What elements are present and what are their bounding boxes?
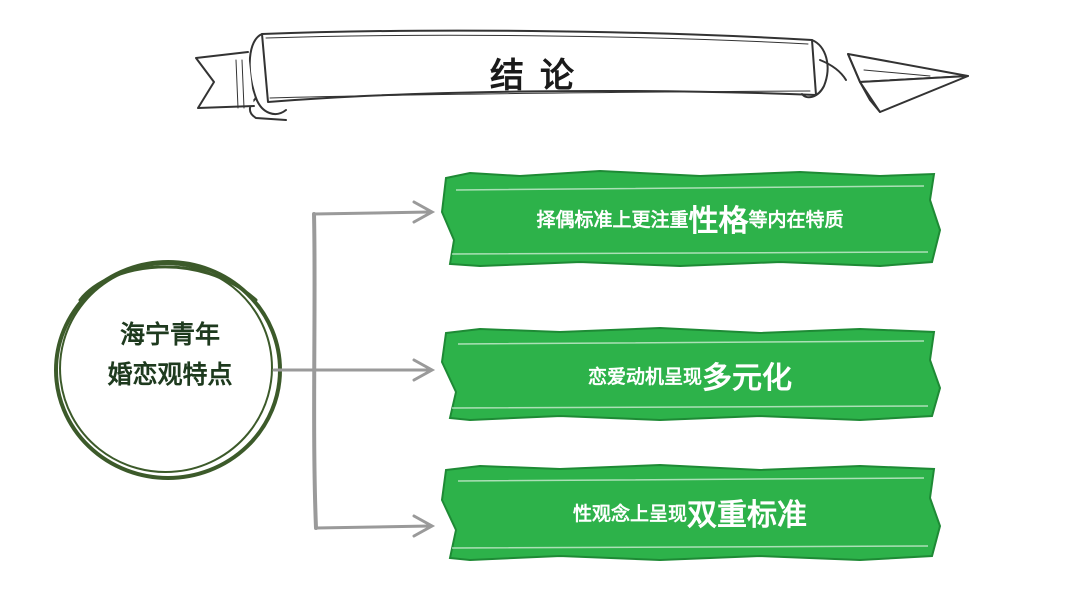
card-1-tail: 等内在特质 xyxy=(748,208,844,231)
scroll-banner-icon xyxy=(195,29,847,121)
center-label-line-1: 海宁青年 xyxy=(119,320,220,349)
arrow-1-head xyxy=(412,200,436,224)
arrow-2-head xyxy=(412,358,436,382)
card-1-emphasis: 性格 xyxy=(688,204,749,239)
connector-lines xyxy=(272,200,436,538)
card-2-emphasis: 多元化 xyxy=(702,361,792,396)
card-3 xyxy=(440,463,942,562)
center-label: 海宁青年 婚恋观特点 xyxy=(60,315,280,395)
card-1 xyxy=(440,169,942,268)
paper-plane-icon xyxy=(847,53,969,113)
page-title: 结论 xyxy=(490,55,590,96)
card-3-text: 性观念上呈现双重标准 xyxy=(455,482,925,542)
card-2-text: 恋爱动机呈现多元化 xyxy=(455,345,925,405)
arrow-3-shaft xyxy=(314,524,432,530)
card-1-text: 择偶标准上更注重性格等内在特质 xyxy=(455,188,925,248)
arrow-3-head xyxy=(412,514,436,538)
center-label-line-2: 婚恋观特点 xyxy=(107,360,233,389)
card-3-emphasis: 双重标准 xyxy=(687,498,807,533)
card-2-normal: 恋爱动机呈现 xyxy=(587,365,702,388)
card-1-normal: 择偶标准上更注重 xyxy=(536,208,689,231)
card-2 xyxy=(440,326,942,422)
connector-trunk xyxy=(312,212,318,530)
arrow-1-shaft xyxy=(312,210,432,216)
card-3-normal: 性观念上呈现 xyxy=(572,502,687,525)
